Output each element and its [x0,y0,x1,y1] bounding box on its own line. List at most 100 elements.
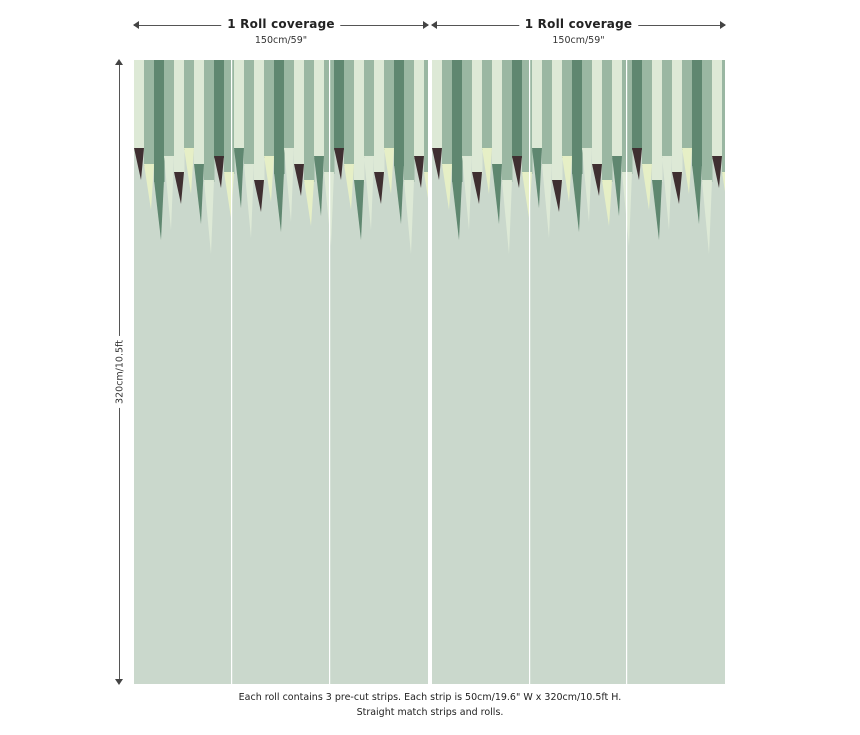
caption-line-2: Straight match strips and rolls. [356,707,504,718]
pattern-spike [472,172,482,204]
pattern-stripe [204,60,215,182]
pattern-stripe [164,60,175,158]
pattern-stripe [662,60,673,158]
pattern-spike [194,164,204,224]
roll-coverage-size: 150cm/59" [552,35,605,46]
pattern-spike [204,180,214,254]
pattern-stripe [224,60,235,174]
pattern-spike [134,148,144,180]
pattern-stripe [344,60,355,166]
arrow-right-icon [423,21,429,29]
pattern-spike [294,164,304,196]
height-dimension: 320cm/10.5ft [110,59,130,685]
pattern-stripe [462,60,473,158]
pattern-stripe [672,60,683,174]
pattern-spike [702,180,712,254]
pattern-stripe [304,60,315,182]
pattern-spike [482,148,492,194]
pattern-stripe [414,60,425,158]
roll-coverage-size: 150cm/59" [254,35,308,46]
pattern-stripe [274,60,285,174]
pattern-spike [174,172,184,204]
strip-seam [626,60,628,684]
strip-seam [329,60,331,684]
pattern-spike [274,172,284,232]
pattern-stripe [452,60,463,182]
pattern-stripe [254,60,265,182]
pattern-stripe [384,60,395,150]
pattern-stripe [214,60,225,158]
pattern-spike [602,180,612,226]
wallpaper-pattern-roll-1 [134,60,428,684]
pattern-spike [642,164,652,210]
pattern-spike [144,164,154,210]
pattern-spike [662,156,672,230]
wallpaper-pattern-roll-2 [432,60,725,684]
pattern-stripe [602,60,613,182]
pattern-spike [334,148,344,180]
pattern-spike [414,156,424,188]
pattern-stripe [552,60,563,182]
pattern-spike [682,148,692,194]
pattern-spike [452,180,462,240]
arrow-down-icon [115,679,123,685]
pattern-stripe [692,60,703,166]
pattern-spike [462,156,472,230]
pattern-stripe [522,60,533,174]
pattern-spike [652,180,662,240]
arrow-right-icon [720,21,726,29]
pattern-spike [394,164,404,224]
pattern-spike [364,156,374,230]
pattern-stripe [294,60,305,166]
pattern-spike [264,156,274,202]
pattern-stripe [404,60,415,182]
pattern-stripe [284,60,295,150]
pattern-stripe [184,60,195,150]
pattern-spike [512,156,522,188]
arrow-up-icon [115,59,123,65]
pattern-spike [432,148,442,180]
pattern-spike [164,156,174,230]
pattern-spike [254,180,264,212]
pattern-stripe [642,60,653,166]
pattern-stripe [472,60,483,174]
pattern-stripe [364,60,375,158]
pattern-stripe [582,60,593,150]
pattern-stripe [234,60,245,150]
pattern-stripe [502,60,513,182]
pattern-stripe [354,60,365,182]
pattern-stripe [592,60,603,166]
pattern-stripe [154,60,165,182]
pattern-spike [424,172,428,199]
pattern-spike [572,172,582,232]
pattern-spike [502,180,512,254]
pattern-spike [304,180,314,226]
pattern-stripe [512,60,523,158]
pattern-spike [612,156,622,216]
pattern-stripe [264,60,275,158]
pattern-spike [632,148,642,180]
pattern-stripe [482,60,493,150]
pattern-spike [234,148,244,208]
pattern-stripe [244,60,255,166]
roll-coverage-title: 1 Roll coverage [221,17,341,31]
pattern-spike [712,156,722,188]
height-label: 320cm/10.5ft [114,336,126,408]
arrow-left-icon [133,21,139,29]
caption: Each roll contains 3 pre-cut strips. Eac… [0,690,860,720]
pattern-spike [492,164,502,224]
pattern-stripe [194,60,205,166]
pattern-stripe [532,60,543,150]
pattern-stripe [612,60,623,158]
pattern-stripe [374,60,385,174]
pattern-spike [542,164,552,238]
pattern-stripe [144,60,155,166]
pattern-spike [214,156,224,188]
pattern-spike [672,172,682,204]
pattern-spike [154,180,164,240]
roll-coverage-title: 1 Roll coverage [518,17,639,31]
pattern-stripe [652,60,663,182]
pattern-stripe [712,60,723,158]
pattern-spike [374,172,384,204]
pattern-spike [244,164,254,238]
